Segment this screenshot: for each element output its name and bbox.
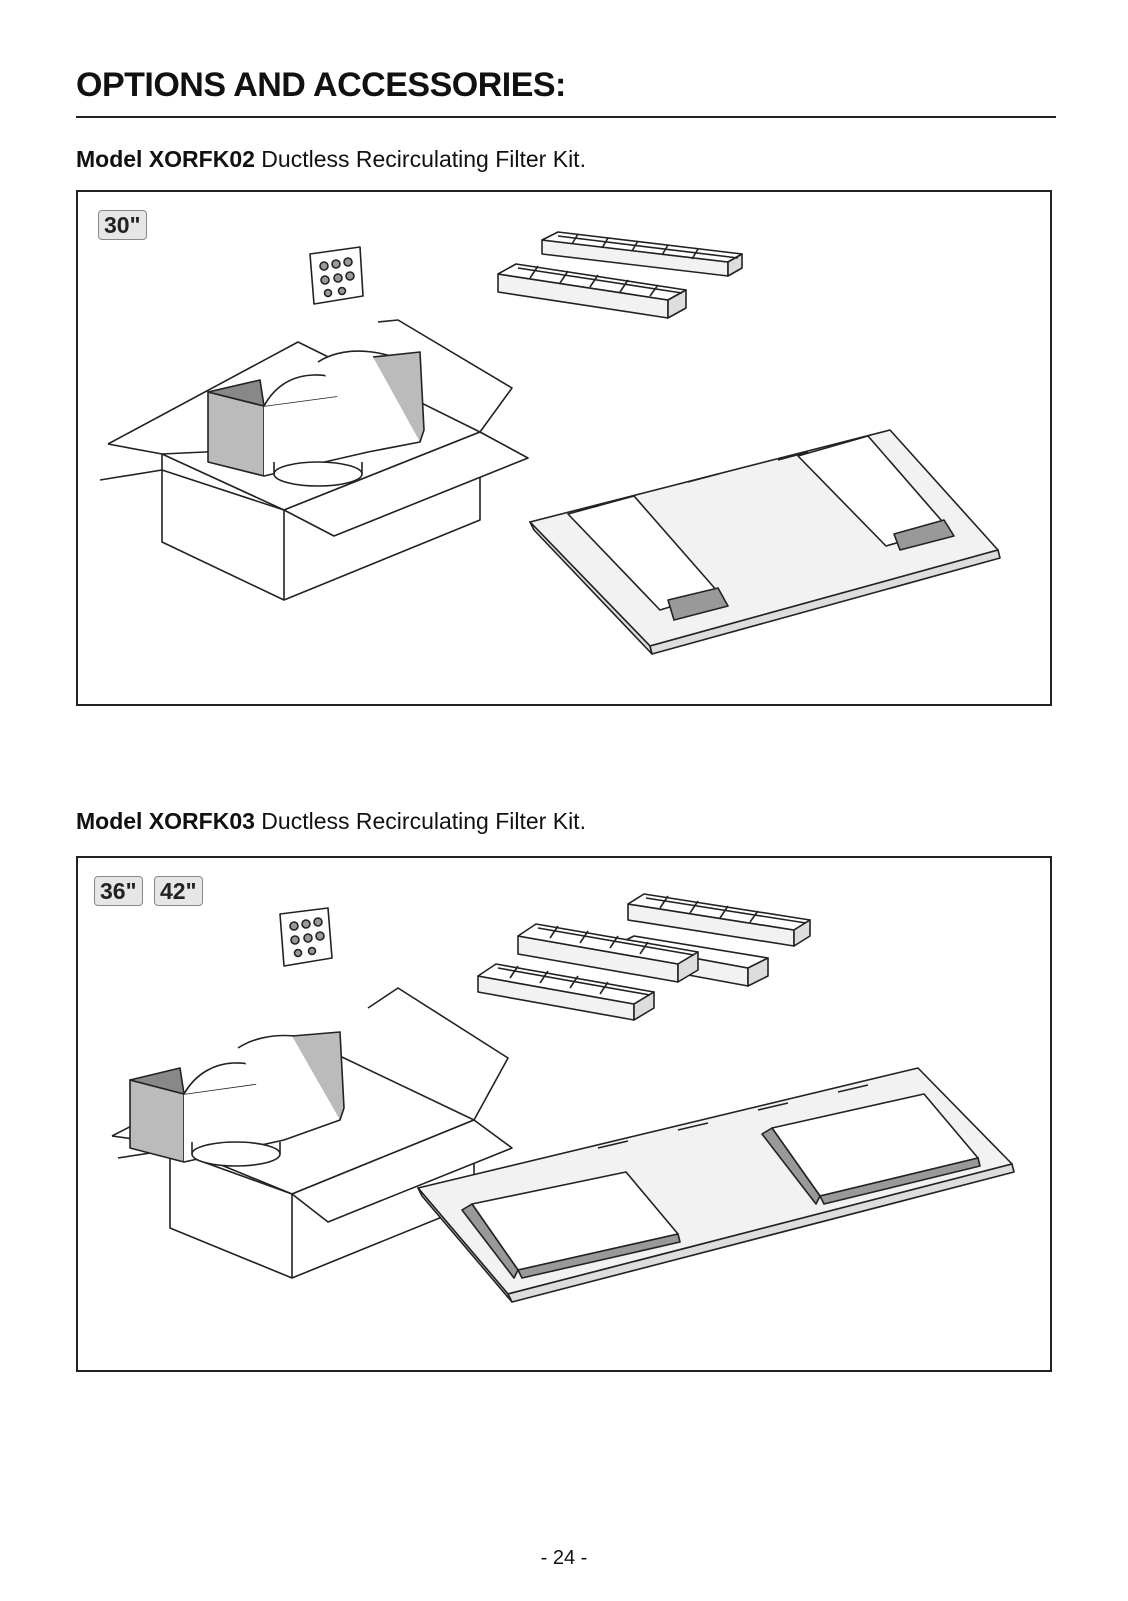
model-description: Ductless Recirculating Filter Kit. [254,808,586,834]
carbon-filter-icon [497,263,687,319]
kit-illustration-xorfk03: 36" 42" [76,856,1052,1372]
model-description: Ductless Recirculating Filter Kit. [254,146,586,172]
kit-contents-drawing [99,231,1001,655]
section-heading-xorfk03: Model XORFK03 Ductless Recirculating Fil… [76,808,586,835]
size-badge-30: 30" [98,210,147,240]
duct-transition-icon [207,350,425,487]
kit-illustration-xorfk02: 30" [76,190,1052,706]
kit-contents-drawing [111,893,1015,1303]
carbon-filter-icon [541,231,743,277]
filter-panel-icon [417,1067,1015,1303]
hardware-bag-icon [309,246,364,305]
duct-transition-icon [129,1031,345,1167]
carbon-filter-icon [477,963,655,1021]
page-title: OPTIONS AND ACCESSORIES: [76,66,566,104]
hardware-bag-icon [279,907,333,967]
model-number: Model XORFK03 [76,808,255,834]
page-number: - 24 - [540,1547,588,1569]
size-badge-36: 36" [94,876,143,906]
carbon-filter-icon [627,893,811,947]
size-badge-42: 42" [154,876,203,906]
section-heading-xorfk02: Model XORFK02 Ductless Recirculating Fil… [76,146,586,173]
model-number: Model XORFK02 [76,146,255,172]
filter-panel-icon [529,429,1001,655]
carbon-filter-icon [517,923,699,983]
title-divider [76,116,1056,118]
